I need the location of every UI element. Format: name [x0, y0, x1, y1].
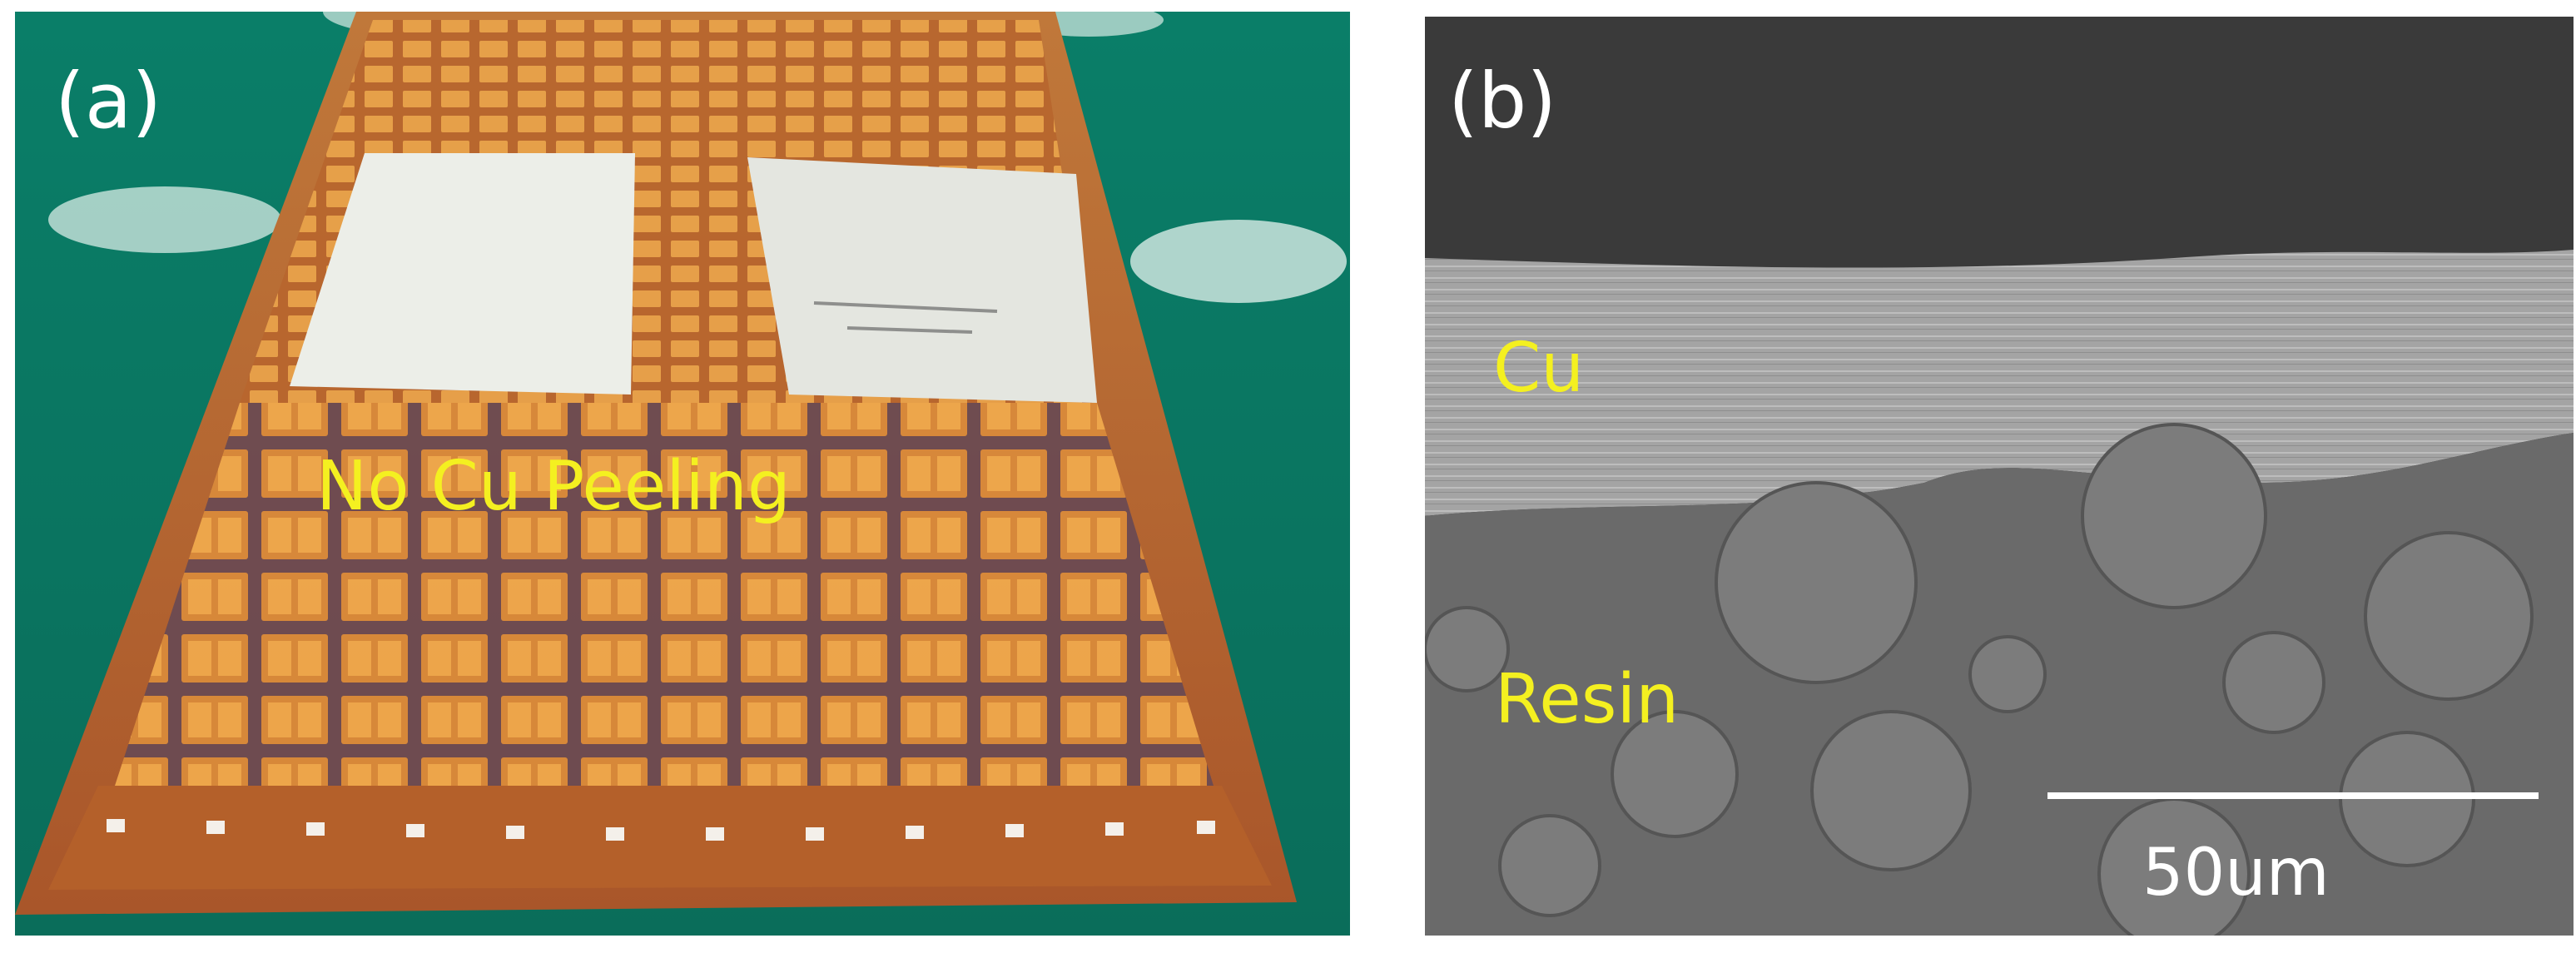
panel-b-letter: (b): [1448, 57, 1557, 146]
panel-a-letter: (a): [55, 57, 162, 146]
cu-layer-label: Cu: [1493, 329, 1585, 408]
sem-panel-b: (b) Cu Resin 50um: [1425, 17, 2574, 936]
photo-panel-a: (a) No Cu Peeling: [15, 12, 1350, 936]
copper-panel-photo: [15, 12, 1350, 936]
sem-cross-section-image: [1425, 17, 2574, 936]
scale-bar: [2047, 792, 2539, 799]
scale-bar-label: 50um: [2142, 836, 2330, 911]
no-cu-peeling-label: No Cu Peeling: [316, 447, 791, 526]
resin-label: Resin: [1495, 660, 1680, 739]
